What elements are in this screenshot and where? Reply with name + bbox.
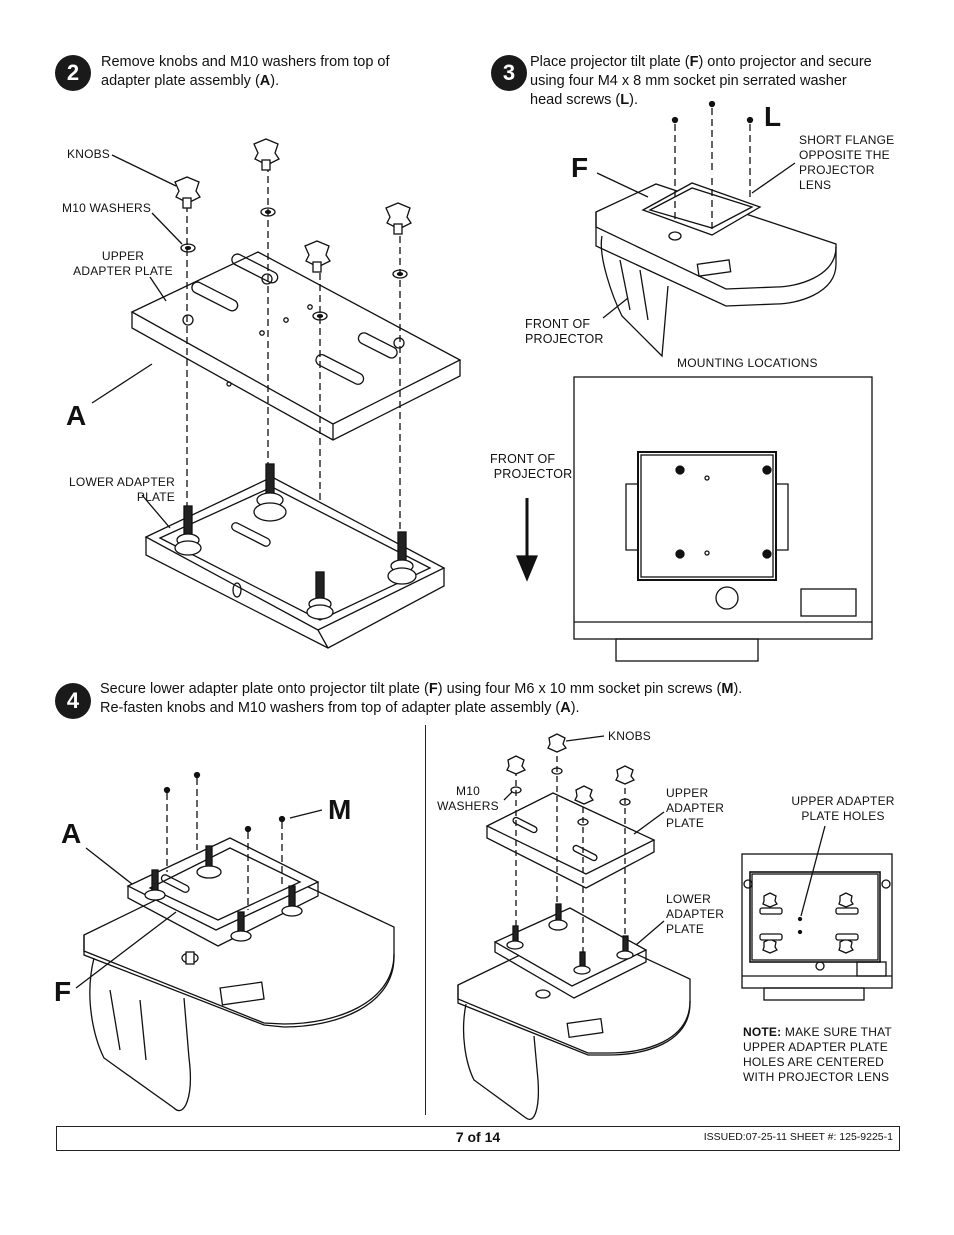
label-letter-l: L: [764, 101, 782, 132]
label-letter-a-step2: A: [66, 400, 87, 431]
label-mounting-locations: MOUNTING LOCATIONS: [677, 356, 818, 370]
upper-plate-holes-diagram: [741, 825, 893, 1001]
label-knobs-step4: KNOBS: [608, 729, 652, 743]
label-front-of-projector-2: FRONT OF PROJECTOR: [490, 452, 573, 481]
label-letter-m: M: [328, 794, 352, 825]
step-4-instructions: Secure lower adapter plate onto projecto…: [100, 681, 743, 716]
step-2-diagram: [91, 138, 462, 649]
label-m10-washers: M10 WASHERS: [62, 201, 152, 215]
note-centering: NOTE: MAKE SURE THAT UPPER ADAPTER PLATE…: [743, 1025, 892, 1084]
label-letter-a-step4: A: [61, 818, 82, 849]
step-4-middle-diagram: [457, 733, 691, 1120]
label-letter-f-step4: F: [54, 976, 72, 1007]
step-3-badge: 3: [491, 55, 527, 91]
step-4-badge: 4: [55, 683, 91, 719]
step-3-diagram: [595, 100, 837, 358]
step-3-instructions: Place projector tilt plate (F) onto proj…: [530, 54, 872, 108]
step-4-divider: [425, 725, 426, 1115]
step-2-instructions: Remove knobs and M10 washers from top of…: [101, 54, 390, 89]
page-footer: 7 of 14 ISSUED:07-25-11 SHEET #: 125-922…: [56, 1126, 900, 1151]
step-4-left-diagram: [75, 771, 395, 1111]
issued-sheet-info: ISSUED:07-25-11 SHEET #: 125-9225-1: [703, 1131, 893, 1143]
label-letter-f-step3: F: [571, 152, 589, 183]
step-2-badge: 2: [55, 55, 91, 91]
mounting-locations-diagram: [516, 376, 873, 662]
page-number: 7 of 14: [455, 1129, 501, 1145]
label-knobs: KNOBS: [67, 147, 111, 161]
